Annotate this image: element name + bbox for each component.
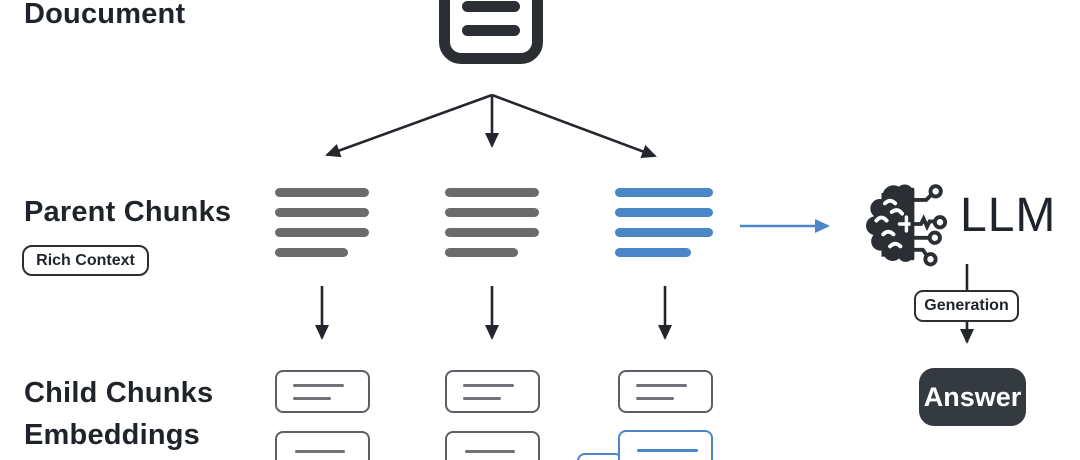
child-chunks-heading-line2: Embeddings <box>24 419 201 451</box>
fan-arrow-right <box>491 93 657 158</box>
parent-chunk-gray-2 <box>445 188 539 268</box>
parent-chunk-gray-1 <box>275 188 369 268</box>
fan-arrow-left <box>325 93 493 158</box>
child-chunk-box-highlighted-small <box>577 453 623 460</box>
brain-circuit-icon <box>866 184 948 267</box>
llm-label: LLM <box>960 189 1057 242</box>
answer-button: Answer <box>919 368 1026 426</box>
child-chunk-box <box>445 370 540 413</box>
child-chunk-box <box>445 431 540 460</box>
child-chunk-box <box>618 370 713 413</box>
child-chunks-heading-line1: Child Chunks <box>24 377 214 409</box>
child-chunk-box <box>275 431 370 460</box>
document-icon-line <box>462 25 520 36</box>
generation-badge: Generation <box>914 290 1019 322</box>
child-chunk-box-highlighted <box>618 430 713 460</box>
document-icon <box>439 0 543 64</box>
parent-chunks-heading: Parent Chunks <box>24 196 232 228</box>
parent-chunk-highlighted <box>615 188 713 268</box>
child-chunks-heading: Child Chunks Embeddings <box>24 372 213 456</box>
child-chunk-box <box>275 370 370 413</box>
document-title: Doucument <box>24 0 186 30</box>
document-icon-line <box>462 1 520 12</box>
rich-context-badge: Rich Context <box>22 245 149 276</box>
